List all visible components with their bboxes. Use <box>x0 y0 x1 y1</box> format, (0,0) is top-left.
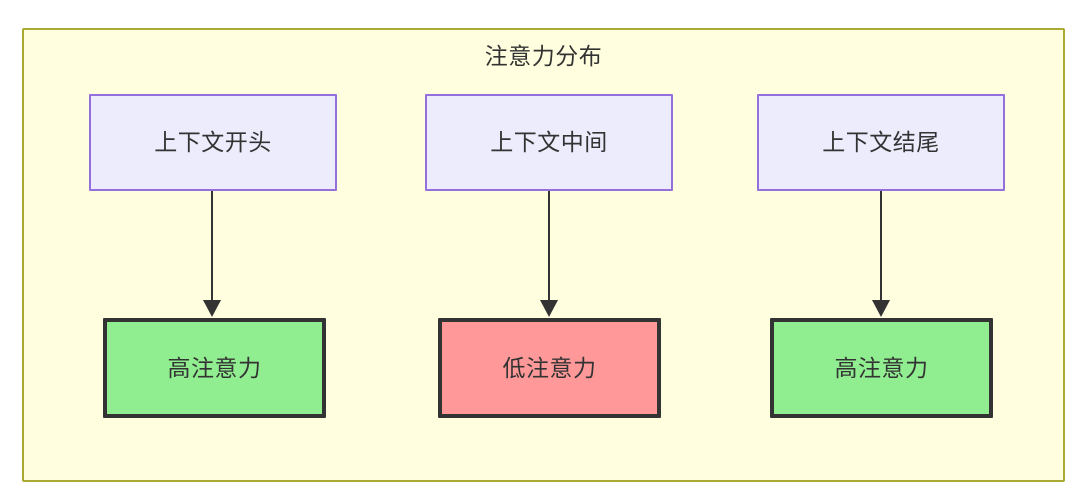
node-context-middle[interactable]: 上下文中间 <box>425 94 673 191</box>
node-context-end[interactable]: 上下文结尾 <box>757 94 1005 191</box>
node-label: 上下文中间 <box>490 129 608 155</box>
node-high-attention-start[interactable]: 高注意力 <box>103 318 326 418</box>
node-low-attention-middle[interactable]: 低注意力 <box>438 318 661 418</box>
node-context-start[interactable]: 上下文开头 <box>89 94 337 191</box>
node-label: 高注意力 <box>834 354 929 381</box>
node-label: 高注意力 <box>167 354 262 381</box>
node-label: 低注意力 <box>502 354 597 381</box>
node-label: 上下文结尾 <box>822 129 940 155</box>
node-high-attention-end[interactable]: 高注意力 <box>770 318 993 418</box>
node-label: 上下文开头 <box>154 129 272 155</box>
subgraph-title: 注意力分布 <box>484 43 603 69</box>
